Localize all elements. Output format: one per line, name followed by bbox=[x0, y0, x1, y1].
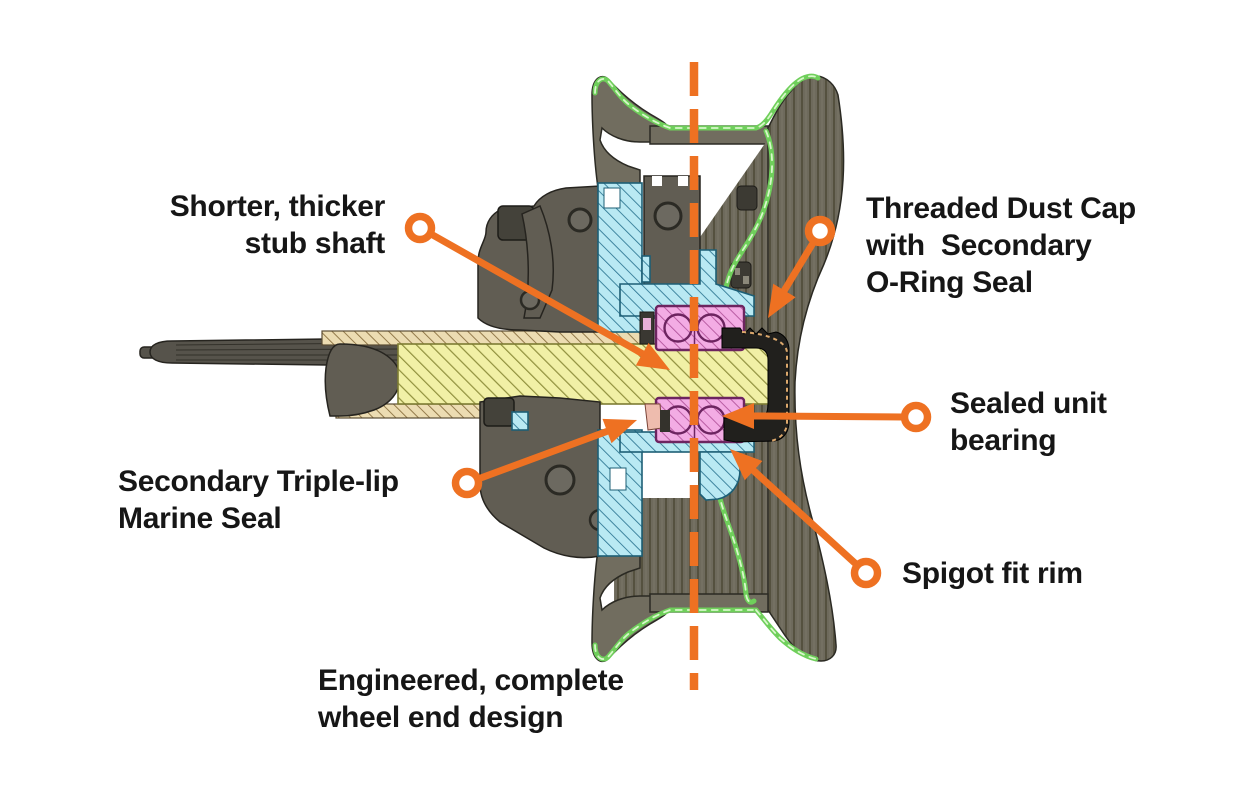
hub-castings bbox=[477, 175, 701, 559]
axle-assembly bbox=[139, 330, 779, 419]
callout-label-dust-cap: Threaded Dust Cap with Secondary O-Ring … bbox=[866, 192, 1136, 299]
callout-label-spigot: Spigot fit rim bbox=[902, 557, 1083, 590]
marine-seal-body bbox=[660, 410, 670, 432]
callout-graphics bbox=[404, 212, 932, 589]
callout-marker-unit-bearing bbox=[900, 401, 932, 433]
callout-label-wheel-end: Engineered, complete wheel end design bbox=[318, 664, 624, 734]
callout-arrowhead-unit-bearing bbox=[722, 403, 754, 429]
casting-notch bbox=[678, 176, 688, 186]
dust-cap-oring-outline bbox=[741, 331, 788, 442]
fitting-mark bbox=[735, 268, 740, 275]
disc-notch bbox=[603, 187, 621, 209]
callout-arrowhead-stub-shaft bbox=[635, 342, 670, 370]
callout-marker-spigot bbox=[850, 557, 882, 589]
callout-label-stub-shaft: Shorter, thicker stub shaft bbox=[169, 190, 386, 260]
casting-bolt-right bbox=[653, 201, 683, 231]
callout-marker-dust-cap bbox=[804, 215, 836, 247]
disc-step bbox=[641, 255, 651, 283]
callout-line-marine-seal bbox=[474, 427, 612, 483]
disc-notch bbox=[609, 467, 627, 491]
callout-arrowhead-spigot bbox=[730, 449, 763, 481]
rim-valve-block-upper bbox=[736, 185, 758, 211]
callout-marker-marine-seal bbox=[451, 467, 483, 499]
lower-bearing-ball-2 bbox=[696, 405, 726, 435]
stub-shaft-section bbox=[397, 343, 779, 405]
upper-bearing-ball-1 bbox=[663, 313, 693, 343]
abs-sensor-block bbox=[511, 411, 529, 431]
callout-label-marine-seal: Secondary Triple-lip Marine Seal bbox=[118, 465, 399, 535]
callout-arrowhead-marine-seal bbox=[602, 418, 637, 444]
rim-disc-lower bbox=[642, 498, 770, 612]
callout-line-unit-bearing bbox=[750, 412, 907, 421]
tube-end-plug bbox=[324, 343, 401, 417]
lower-casting-block bbox=[483, 397, 515, 427]
casting-notch bbox=[652, 176, 662, 186]
axle-tube-top-wall bbox=[321, 330, 641, 346]
callout-line-dust-cap bbox=[780, 239, 817, 295]
casting-bolt-upper bbox=[567, 207, 593, 233]
upper-seal-lip bbox=[643, 318, 651, 330]
callout-line-spigot bbox=[750, 467, 861, 569]
casting-bolt-lower bbox=[544, 464, 576, 496]
bearings bbox=[639, 304, 746, 444]
upper-bearing-ball-2 bbox=[696, 313, 726, 343]
callout-arrowhead-dust-cap bbox=[768, 283, 796, 318]
callout-line-stub-shaft bbox=[427, 230, 647, 358]
fitting-mark bbox=[743, 276, 749, 284]
callout-label-unit-bearing: Sealed unit bearing bbox=[950, 387, 1107, 457]
callout-marker-stub-shaft bbox=[404, 212, 436, 244]
marine-seal-lip bbox=[644, 403, 663, 431]
